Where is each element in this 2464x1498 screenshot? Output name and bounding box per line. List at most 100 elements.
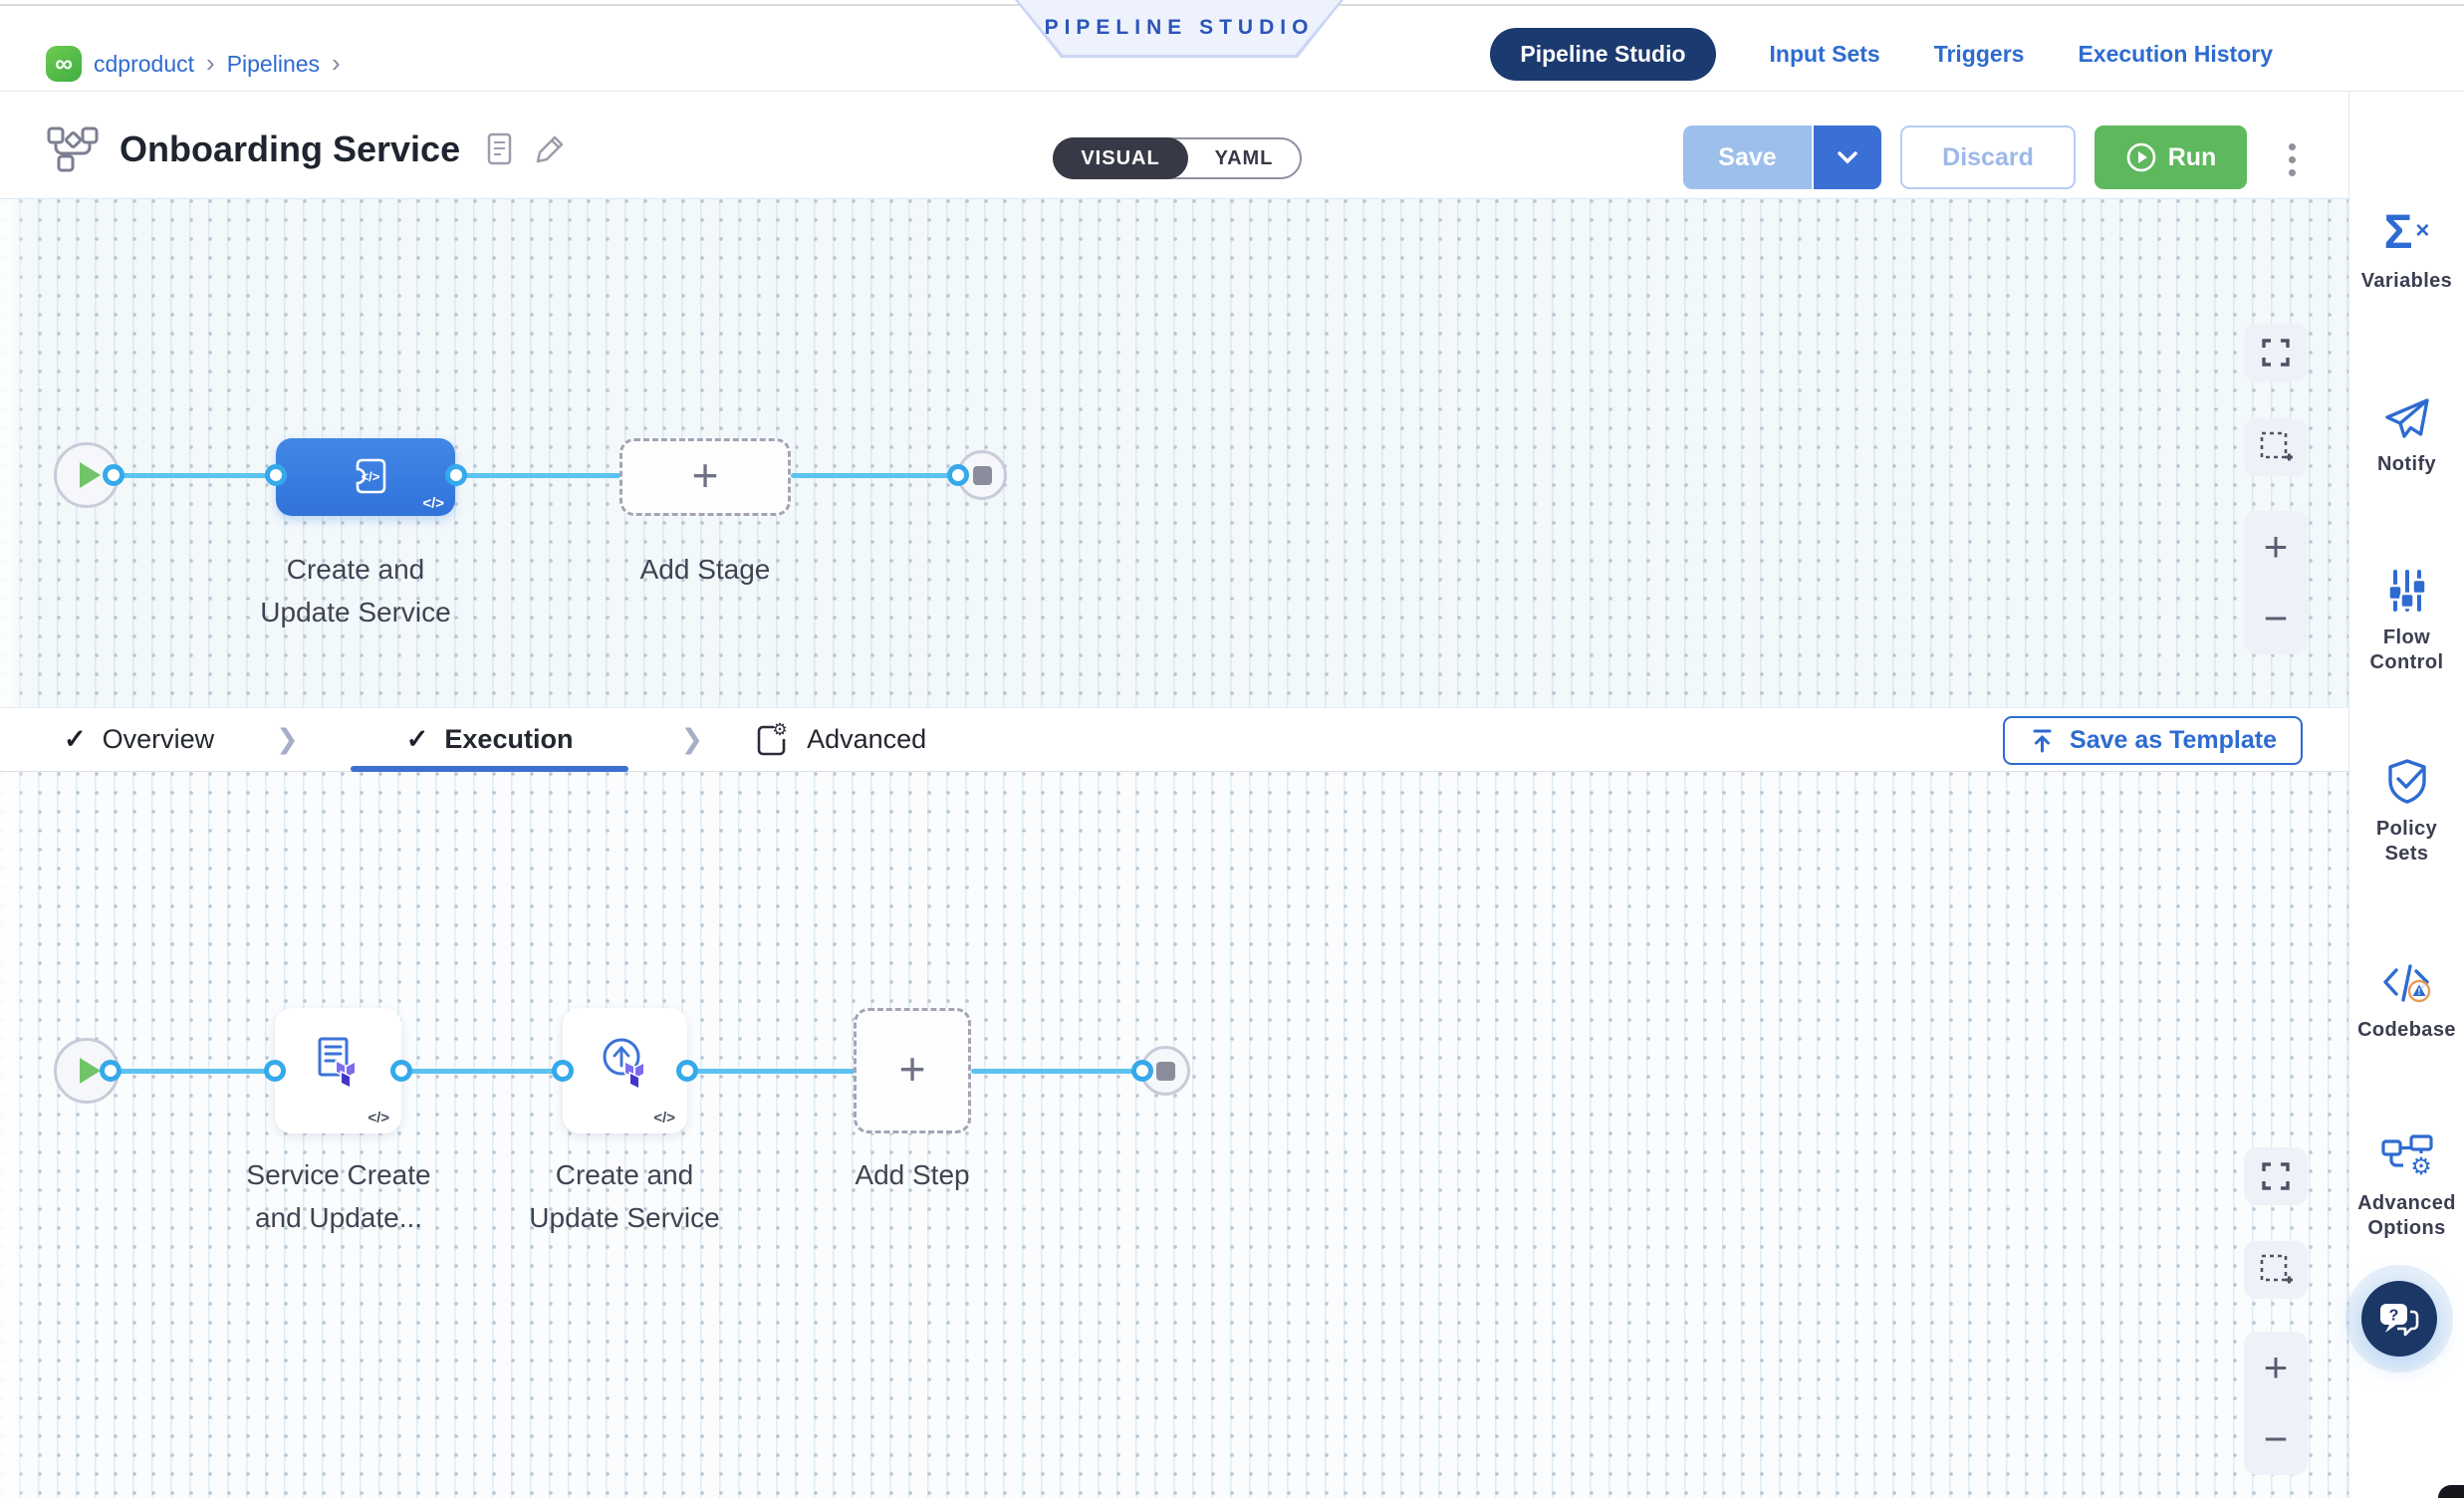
step-node-create-update-service[interactable]: </> (563, 1008, 687, 1133)
corner-overlay (2438, 1485, 2464, 1498)
add-stage-button[interactable]: + (619, 438, 791, 516)
add-stage-label: Add Stage (639, 554, 771, 585)
more-options-kebab[interactable] (2274, 139, 2310, 179)
check-icon: ✓ (64, 724, 87, 754)
tab-triggers[interactable]: Triggers (1933, 41, 2025, 67)
top-header: ∞ cdproduct › Pipelines › PIPELINE STUDI… (0, 0, 2464, 92)
svg-text:⚙: ⚙ (772, 722, 787, 739)
stage-config-tabbar: ✓ Overview ❯ ✓ Execution ❯ ⚙ Advanced Sa… (0, 707, 2348, 772)
breadcrumb-project-link[interactable]: cdproduct (94, 50, 195, 77)
check-icon: ✓ (405, 724, 429, 754)
connector-wire (456, 473, 621, 478)
stop-icon (972, 465, 992, 485)
start-play-icon (79, 462, 101, 488)
expand-icon (2262, 1162, 2290, 1190)
connector-wire (687, 1069, 856, 1074)
tab-pipeline-studio[interactable]: Pipeline Studio (1490, 28, 1716, 81)
stage-label: Create and Update Service (260, 554, 451, 627)
toggle-visual[interactable]: VISUAL (1053, 137, 1188, 179)
description-doc-icon[interactable] (486, 132, 514, 166)
canvas-marquee-select-button[interactable] (2244, 1241, 2308, 1299)
advanced-options-pipeline-gear-icon: ⚙ (2380, 1134, 2433, 1179)
top-nav: Pipeline Studio Input Sets Triggers Exec… (1490, 28, 2273, 81)
connector-port (103, 464, 124, 486)
sidebar-item-notify[interactable]: Notify (2349, 396, 2464, 477)
visual-yaml-toggle: VISUAL YAML (1053, 137, 1302, 179)
save-split-button: Save (1683, 125, 1881, 189)
run-play-icon (2126, 142, 2155, 172)
plus-icon: + (898, 1043, 926, 1095)
update-circle-terraform-icon (603, 1038, 644, 1091)
connector-port (265, 464, 287, 486)
add-step-label: Add Step (855, 1159, 970, 1190)
policy-shield-check-icon (2387, 759, 2426, 804)
tab-overview[interactable]: ✓ Overview (64, 724, 215, 754)
service-file-terraform-icon (318, 1037, 356, 1090)
stage-node-create-update-service[interactable]: </> </> (276, 438, 455, 516)
step-code-badge: </> (368, 1110, 389, 1126)
stage-code-badge: </> (422, 495, 444, 512)
edit-pencil-icon[interactable] (534, 133, 566, 165)
zoom-in-button[interactable]: + (2263, 1344, 2289, 1390)
pipeline-icon (46, 125, 100, 173)
help-chat-button[interactable]: ? (2361, 1281, 2437, 1357)
advanced-clipboard-gear-icon: ⚙ (757, 722, 788, 755)
connector-wire (114, 473, 278, 478)
tab-advanced[interactable]: ⚙ Advanced (755, 708, 926, 771)
step-label: Service Create and Update... (246, 1159, 431, 1233)
step-code-badge: </> (653, 1110, 675, 1126)
step-node-service-create-update[interactable]: </> (275, 1008, 401, 1133)
zoom-out-button[interactable]: − (2263, 1415, 2289, 1462)
tab-input-sets[interactable]: Input Sets (1769, 41, 1880, 67)
pipeline-studio-ribbon: PIPELINE STUDIO (1015, 0, 1344, 58)
tab-execution-history[interactable]: Execution History (2078, 41, 2273, 67)
canvas-fit-view-button[interactable] (2244, 1147, 2308, 1205)
chat-bubbles-icon: ? (2380, 1304, 2419, 1337)
toggle-yaml[interactable]: YAML (1214, 146, 1274, 169)
breadcrumb-separator-icon: › (206, 47, 215, 78)
custom-stage-icon: </> (356, 458, 386, 494)
connector-port (390, 1060, 412, 1082)
save-button[interactable]: Save (1683, 125, 1814, 189)
zoom-in-button[interactable]: + (2263, 523, 2289, 570)
canvas-marquee-select-button[interactable] (2244, 418, 2308, 476)
marquee-select-icon (2260, 431, 2293, 461)
plus-icon: + (691, 449, 719, 501)
add-step-button[interactable]: + (854, 1008, 971, 1133)
zoom-out-button[interactable]: − (2263, 595, 2289, 641)
tab-execution[interactable]: ✓ Execution (350, 708, 629, 772)
expand-icon (2262, 339, 2290, 367)
sidebar-item-variables[interactable]: Σ× Variables (2360, 206, 2453, 293)
breadcrumb-pipelines-link[interactable]: Pipelines (226, 50, 321, 77)
save-as-template-button[interactable]: Save as Template (2003, 716, 2303, 765)
upload-icon (2033, 729, 2052, 753)
flow-control-sliders-icon (2386, 570, 2427, 612)
step-canvas: </> </> + Service Create and Update. (0, 772, 2348, 1498)
canvas-zoom-panel: + − (2244, 1332, 2308, 1475)
canvas-fit-view-button[interactable] (2244, 324, 2308, 381)
connector-port (947, 464, 969, 486)
save-dropdown-button[interactable] (1814, 125, 1881, 189)
variables-sigma-icon: Σ× (2383, 206, 2430, 259)
breadcrumb: ∞ cdproduct › Pipelines › (46, 46, 341, 82)
run-button[interactable]: Run (2094, 125, 2247, 189)
svg-text:</>: </> (362, 469, 380, 484)
warning-exclamation: ! (2417, 987, 2420, 997)
connector-port (676, 1060, 698, 1082)
page-title: Onboarding Service (120, 128, 461, 169)
connector-port (264, 1060, 286, 1082)
stage-canvas: </> </> + Create and Update Service Add … (0, 199, 2348, 707)
sidebar-item-codebase[interactable]: ! Codebase (2349, 960, 2464, 1043)
connector-wire (401, 1069, 565, 1074)
connector-port (445, 464, 467, 486)
discard-button[interactable]: Discard (1900, 125, 2076, 189)
notify-paper-plane-icon (2384, 398, 2429, 438)
svg-text:?: ? (2389, 1308, 2399, 1325)
svg-text:⚙: ⚙ (2410, 1153, 2432, 1179)
stop-icon (1155, 1061, 1175, 1081)
codebase-warning-icon: ! (2382, 964, 2430, 1003)
